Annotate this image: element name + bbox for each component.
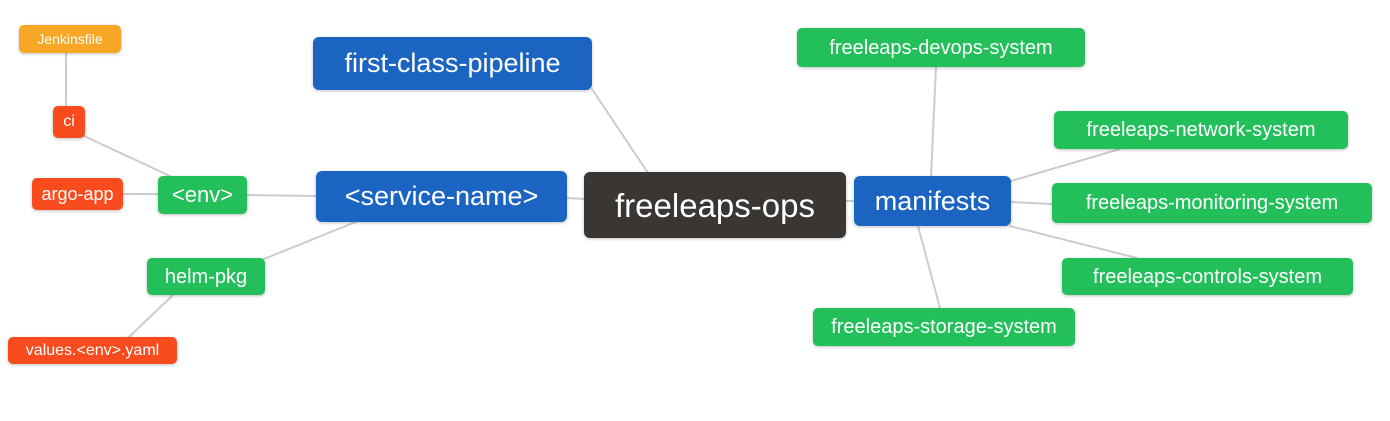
edge-service-name-helm-pkg: [263, 220, 359, 260]
node-freeleaps-controls-system[interactable]: freeleaps-controls-system: [1062, 258, 1353, 295]
edge-ci-env: [83, 135, 171, 177]
node-manifests[interactable]: manifests: [854, 176, 1011, 226]
node-freeleaps-monitoring-system[interactable]: freeleaps-monitoring-system: [1052, 183, 1372, 223]
node-ci[interactable]: ci: [53, 106, 85, 138]
node-freeleaps-ops[interactable]: freeleaps-ops: [584, 172, 846, 238]
edge-env-service-name: [246, 194, 317, 197]
node-env[interactable]: <env>: [158, 176, 247, 214]
node-freeleaps-storage-system[interactable]: freeleaps-storage-system: [813, 308, 1075, 346]
edge-manifests-devops: [930, 66, 937, 178]
edge-manifests-controls: [1009, 225, 1138, 259]
node-first-class-pipeline[interactable]: first-class-pipeline: [313, 37, 592, 90]
edge-helm-pkg-values-env-yaml: [127, 293, 175, 339]
node-argo-app[interactable]: argo-app: [32, 178, 123, 210]
node-service-name[interactable]: <service-name>: [316, 171, 567, 222]
edge-manifests-network: [1010, 148, 1121, 182]
edge-manifests-storage: [917, 225, 941, 309]
edge-first-class-pipeline-root: [591, 88, 649, 174]
node-jenkinsfile[interactable]: Jenkinsfile: [19, 25, 121, 53]
node-helm-pkg[interactable]: helm-pkg: [147, 258, 265, 295]
edge-service-name-root: [566, 197, 586, 200]
edge-manifests-monitoring: [1010, 201, 1053, 205]
node-freeleaps-devops-system[interactable]: freeleaps-devops-system: [797, 28, 1085, 67]
node-freeleaps-network-system[interactable]: freeleaps-network-system: [1054, 111, 1348, 149]
node-values-env-yaml[interactable]: values.<env>.yaml: [8, 337, 177, 364]
